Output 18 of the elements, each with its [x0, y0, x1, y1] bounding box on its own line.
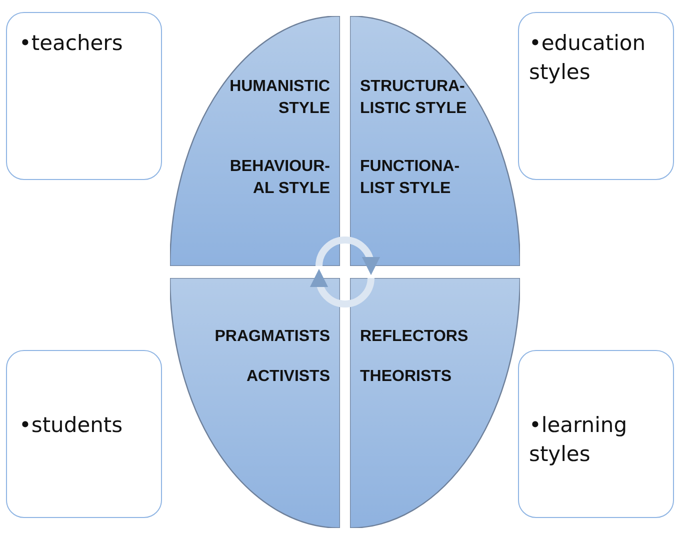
circular-arrow — [310, 268, 374, 308]
segment-label: PRAGMATISTS — [214, 327, 330, 347]
segment-label: ACTIVISTS — [245, 367, 330, 387]
segment-label: HUMANISTIC STYLE — [228, 77, 330, 119]
segment-label: BEHAVIOUR- AL STYLE — [228, 157, 330, 199]
segment-label: REFLECTORS — [360, 327, 470, 347]
bullet-text: •students — [19, 412, 124, 439]
content-box — [6, 350, 162, 518]
bullet-text: •learning styles — [529, 412, 628, 468]
segment-label: FUNCTIONA- LIST STYLE — [360, 157, 461, 199]
content-box — [518, 350, 674, 518]
segment-label: THEORISTS — [360, 367, 453, 387]
circular-arrow — [316, 236, 380, 276]
content-box — [518, 12, 674, 180]
content-box — [6, 12, 162, 180]
bullet-text: •teachers — [19, 30, 124, 57]
segment-label: STRUCTURA- LISTIC STYLE — [360, 77, 468, 119]
bullet-text: •education styles — [529, 30, 647, 86]
